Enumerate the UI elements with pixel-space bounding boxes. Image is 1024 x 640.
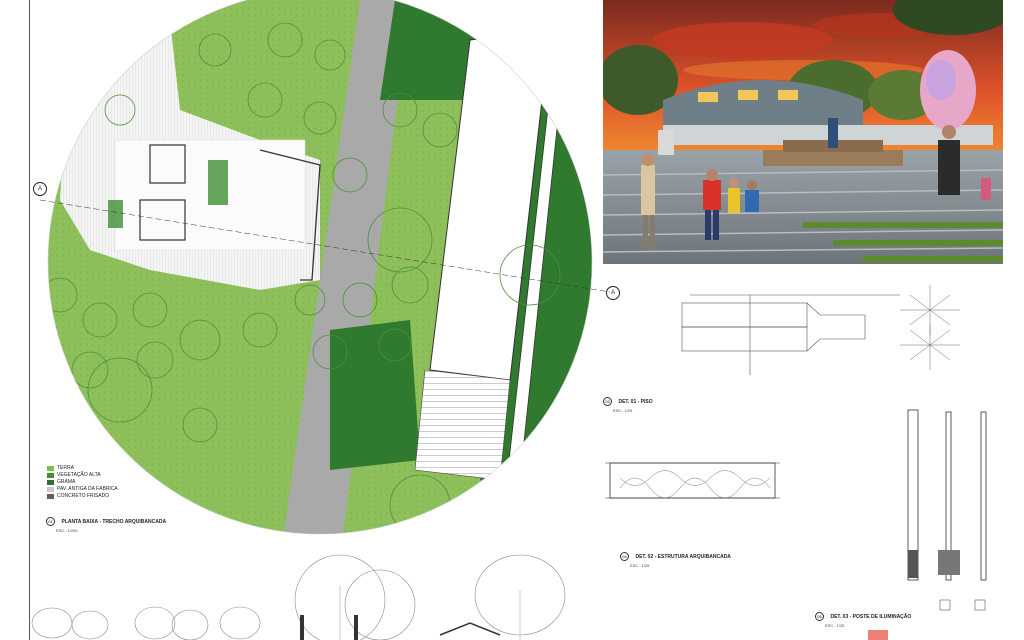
legend-item: TERRA — [47, 465, 74, 471]
plan-number-badge: 01 — [46, 517, 55, 526]
site-plan-drawing — [39, 0, 610, 535]
detail-02-scale: ESC.: 1/25 — [630, 563, 650, 568]
detail-03-title-text: DET. 03 - POSTE DE ILUMINAÇÃO — [830, 614, 912, 620]
detail-02-number: 04 — [620, 552, 629, 561]
left-border-line — [29, 0, 30, 640]
section-marker-left: A — [33, 182, 47, 196]
plan-title-text: PLANTA BAIXA - TRECHO ARQUIBANCADA — [61, 519, 167, 525]
legend-item: VEGETAÇÃO ALTA — [47, 472, 101, 478]
legend-item: CONCRETO FRISADO — [47, 493, 109, 499]
perspective-render — [603, 0, 1003, 264]
detail-03-number: 05 — [815, 612, 824, 621]
detail-01-title: 03 DET. 01 - PISO ESC.: 1/25 — [603, 390, 653, 413]
detail-02-title: 04 DET. 02 - ESTRUTURA ARQUIBANCADA ESC.… — [620, 545, 731, 568]
plan-title: 01 PLANTA BAIXA - TRECHO ARQUIBANCADA ES… — [46, 510, 166, 533]
detail-01-title-text: DET. 01 - PISO — [618, 399, 653, 405]
corner-stamp — [868, 630, 888, 640]
legend-item: PAV. ANTIGA DA FÁBRICA — [47, 486, 118, 492]
elevation-drawing — [31, 554, 566, 640]
section-marker-right: A — [606, 286, 620, 300]
legend-item: GRAMA — [47, 479, 75, 485]
detail-03-drawing — [907, 409, 987, 611]
detail-02-title-text: DET. 02 - ESTRUTURA ARQUIBANCADA — [635, 554, 731, 560]
detail-02-drawing — [605, 462, 780, 499]
plan-scale: ESC.: 1/250 — [56, 528, 78, 533]
detail-01-drawing — [681, 285, 960, 375]
detail-01-scale: ESC.: 1/25 — [613, 408, 633, 413]
detail-03-title: 05 DET. 03 - POSTE DE ILUMINAÇÃO ESC.: 1… — [815, 605, 911, 628]
detail-01-number: 03 — [603, 397, 612, 406]
detail-03-scale: ESC.: 1/25 — [825, 623, 845, 628]
